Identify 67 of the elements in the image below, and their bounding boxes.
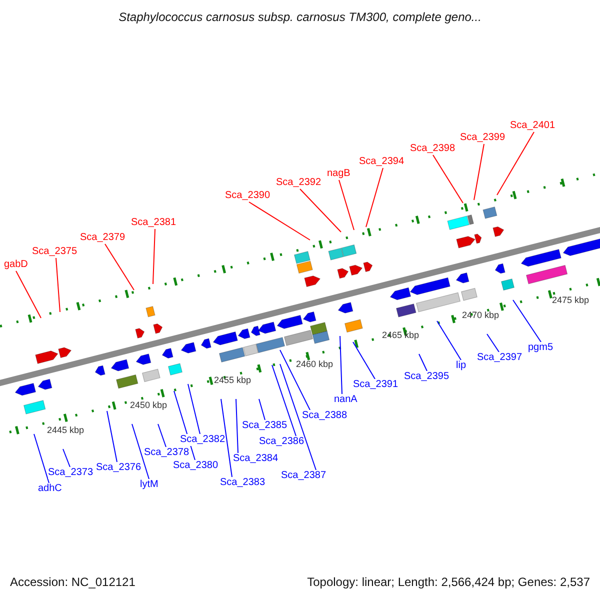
leader-line: [158, 424, 166, 448]
leader-line: [496, 132, 534, 196]
leader-line: [258, 398, 266, 420]
gene-label: Sca_2388: [302, 410, 348, 422]
leader-line: [34, 434, 50, 484]
gene-label: Sca_2395: [404, 371, 450, 383]
gene-label: Sca_2376: [96, 462, 142, 474]
leader-line: [352, 342, 376, 380]
position-tick-label: 2445 kbp: [47, 425, 84, 435]
leader-line: [300, 188, 342, 232]
leader-line: [280, 364, 316, 470]
position-tick-label: 2470 kbp: [462, 310, 500, 320]
leader-line: [338, 180, 354, 230]
leader-line: [280, 350, 310, 410]
gene-label: Sca_2378: [144, 447, 190, 459]
position-tick-label: 2450 kbp: [130, 400, 168, 410]
gene-label: Sca_2385: [242, 420, 288, 432]
leader-line: [512, 300, 542, 342]
position-tick-label: 2475 kbp: [552, 295, 590, 305]
leader-line: [188, 384, 200, 434]
leader-line: [16, 270, 42, 318]
gene-label: lip: [456, 360, 466, 372]
leader-line: [56, 258, 60, 312]
leader-line: [418, 354, 428, 372]
gene-label: Sca_2381: [131, 217, 176, 229]
position-tick-label: 2460 kbp: [296, 359, 334, 369]
position-tick-label: 2455 kbp: [214, 375, 252, 385]
gene-label: nagB: [327, 168, 350, 180]
map-title: Staphylococcus carnosus subsp. carnosus TM300, complete geno...: [118, 10, 482, 24]
gene-label: Sca_2398: [410, 143, 456, 155]
leader-line: [340, 336, 342, 394]
leader-line: [220, 398, 232, 478]
gene-label: Sca_2380: [173, 460, 218, 472]
leader-line: [248, 202, 310, 240]
gene-label: Sca_2373: [48, 467, 94, 479]
gene-label: Sca_2390: [225, 190, 270, 202]
gene-label: Sca_2392: [276, 177, 322, 189]
gene-label: lytM: [140, 479, 158, 491]
leader-line: [474, 144, 484, 200]
leader-line: [104, 244, 134, 290]
leader-line: [436, 320, 462, 360]
gene-label: Sca_2383: [220, 477, 266, 489]
gene-label: Sca_2387: [281, 470, 326, 482]
gene-label: Sca_2397: [477, 352, 522, 364]
leader-line: [272, 364, 296, 436]
gene-label: Sca_2401: [510, 120, 556, 132]
position-tick-label: 2465 kbp: [382, 330, 420, 340]
gene-label: Sca_2379: [80, 232, 126, 244]
leader-line: [432, 154, 464, 204]
leader-line: [366, 168, 384, 228]
leader-line: [62, 448, 70, 468]
leader-line: [132, 424, 150, 480]
leader-line: [486, 334, 500, 352]
gene-label: Sca_2394: [359, 156, 404, 168]
gene-label: gabD: [4, 259, 28, 271]
footer-text: Accession: NC_012121: [10, 575, 136, 589]
leader-line: [152, 228, 156, 284]
gene-label: Sca_2391: [353, 379, 398, 391]
gene-label: Sca_2382: [180, 434, 226, 446]
gene-label: Sca_2384: [233, 453, 278, 465]
leader-line: [106, 410, 118, 462]
gene-label: Sca_2399: [460, 132, 506, 144]
footer-text: Topology: linear; Length: 2,566,424 bp; Genes: 2,537: [307, 575, 590, 589]
gene-label: pgm5: [528, 342, 554, 354]
leader-line: [236, 398, 238, 454]
gene-label: Sca_2375: [32, 246, 78, 258]
gene-label: Sca_2386: [259, 436, 304, 448]
